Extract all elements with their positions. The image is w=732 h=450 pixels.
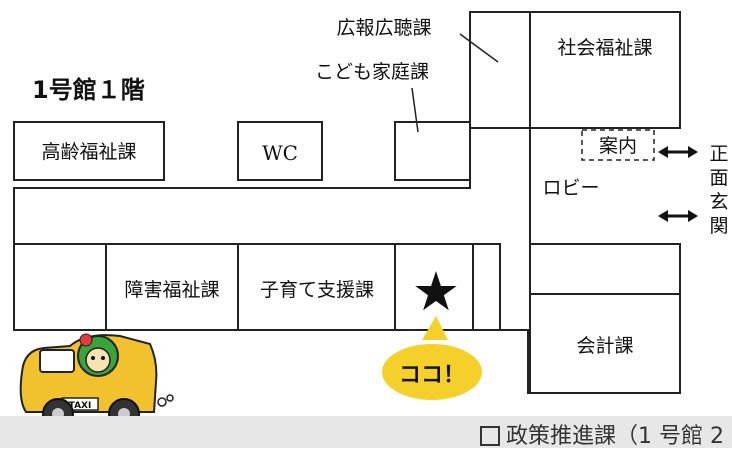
- room-unlabeled-right: [529, 243, 681, 295]
- department-icon: [480, 426, 501, 446]
- room-kosodate-label: 子育て支援課: [260, 279, 374, 301]
- room-wc: [237, 121, 323, 181]
- room-kourei: [13, 121, 165, 181]
- taxi-mascot-illustration: [19, 333, 174, 430]
- room-kodomo: [394, 121, 471, 181]
- entrance-char-3: 玄: [709, 191, 728, 213]
- room-shougai: [105, 243, 239, 331]
- room-narrow: [472, 243, 501, 331]
- room-shakai-label: 社会福祉課: [557, 37, 652, 59]
- footer-bar: 政策推進課（1 号館 2: [0, 416, 732, 450]
- here-callout: [382, 316, 482, 400]
- star-marker: ★: [412, 260, 460, 323]
- info-desk-label: 案内: [599, 135, 637, 157]
- entrance-char-1: 正: [709, 143, 728, 165]
- room-kaikei: [529, 293, 681, 394]
- room-wc-label: WC: [262, 141, 298, 165]
- room-kouhou: [469, 11, 531, 129]
- footer-text-wrap: 政策推進課（1 号館 2: [480, 418, 724, 450]
- entrance-char-2: 面: [709, 167, 728, 189]
- room-shougai-label: 障害福祉課: [124, 279, 219, 301]
- leader-kouhou: [459, 33, 499, 63]
- floor-title: 1号館１階: [32, 76, 145, 104]
- room-unlabeled-left: [13, 243, 107, 331]
- room-kaikei-label: 会計課: [576, 335, 633, 357]
- entrance-char-4: 関: [709, 215, 728, 237]
- entrance-arrow-top: [658, 146, 698, 158]
- label-kouhou: 広報広聴課: [336, 17, 431, 39]
- leader-kodomo: [411, 87, 419, 133]
- entrance-arrow-bottom: [658, 210, 698, 222]
- room-kourei-label: 高齢福祉課: [41, 141, 136, 163]
- lobby-label: ロビー: [542, 177, 599, 199]
- taxi-sign-label: TAXI: [69, 401, 92, 411]
- footer-text: 政策推進課（1 号館 2: [506, 424, 724, 449]
- label-kodomo: こども家庭課: [315, 61, 429, 83]
- room-shakai: [529, 11, 681, 129]
- info-desk: [581, 129, 655, 161]
- here-callout-text: ココ！: [399, 363, 465, 388]
- room-kosodate: [237, 243, 396, 331]
